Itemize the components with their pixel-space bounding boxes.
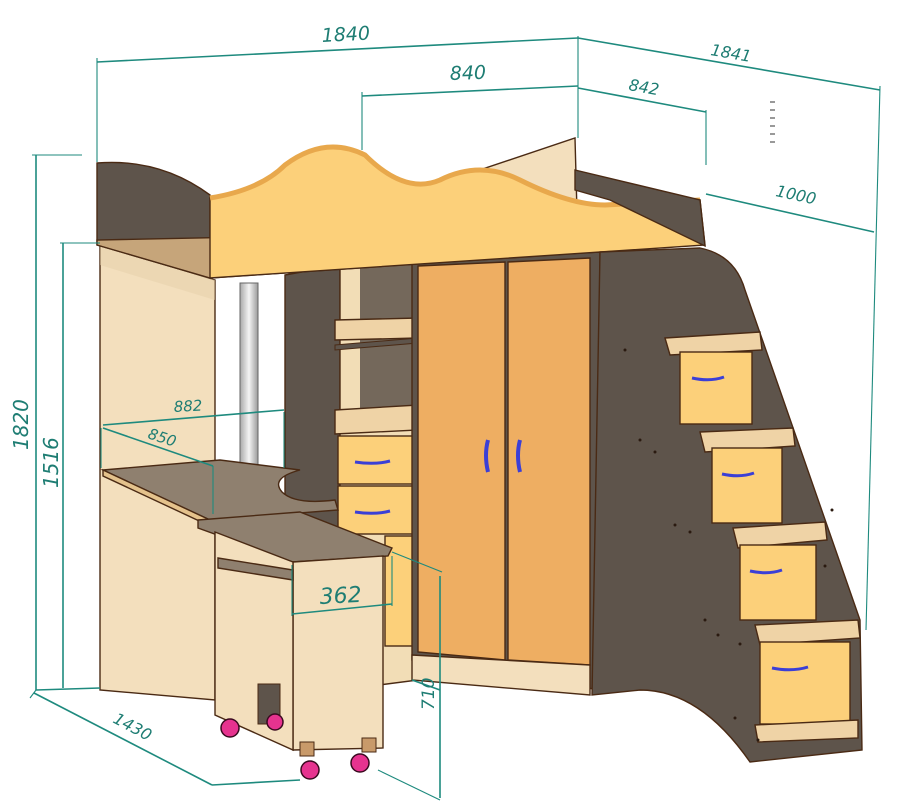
caster-3 (300, 760, 320, 780)
stair-step-1 (664, 331, 763, 356)
dim-line-1430 (33, 692, 213, 786)
stair-drawer-4 (759, 641, 851, 725)
dim-line-850 (102, 427, 214, 467)
dim-text-882: 882 (173, 397, 203, 416)
dim-text-1516: 1516 (39, 437, 63, 488)
shelf-drawer-2-handle (354, 509, 391, 515)
caster-mount-1 (299, 741, 315, 757)
stair-drawer-1-handle (691, 375, 725, 382)
dim-line-842 (577, 87, 707, 113)
left-panel-shadow (100, 245, 215, 300)
bed-headboard-right (574, 169, 706, 248)
bed-front-edge (209, 144, 701, 208)
shelf-unit-divider (360, 262, 418, 430)
wardrobe-handle-right (516, 439, 522, 473)
shelf-drawer-1 (337, 435, 415, 485)
tick-marks (770, 101, 775, 143)
stair-bottom-step (754, 719, 859, 743)
stair-bolts (623, 348, 834, 742)
shelf-1 (334, 317, 419, 341)
dim-line-1000 (705, 193, 875, 233)
dim-text-1820: 1820 (9, 399, 33, 450)
dim-text-362: 362 (319, 583, 362, 610)
stair-drawer-4-handle (771, 665, 809, 672)
dim-line-882 (102, 409, 285, 426)
dim-text-1840: 1840 (321, 22, 370, 47)
desk-keyboard-shelf (217, 557, 294, 581)
stair-drawer-3-handle (749, 568, 783, 575)
dim-line-362 (291, 603, 393, 615)
shelf-drawer-1-handle (354, 459, 391, 465)
dim-line-floor (35, 687, 101, 691)
shelf-3 (334, 404, 419, 435)
wardrobe-plinth (411, 654, 591, 696)
stair-drawer-3 (739, 544, 817, 621)
dim-line-wardrobe-floor (411, 679, 441, 691)
desk-top (100, 459, 339, 521)
stair-step-3 (732, 521, 828, 549)
shelf-drawer-2 (337, 485, 415, 535)
wardrobe-door-right (507, 257, 591, 666)
stair-drawer-2 (711, 447, 783, 524)
dim-line-840 (361, 85, 579, 97)
dim-text-842: 842 (627, 75, 660, 99)
dim-line-1430-cont (211, 779, 301, 786)
caster-mount-2 (361, 737, 377, 753)
stair-drawer-2-handle (721, 471, 755, 478)
wardrobe-door-left (417, 261, 506, 661)
stair-step-2 (699, 427, 796, 453)
dim-text-710: 710 (419, 678, 439, 710)
caster-1 (220, 718, 240, 738)
dim-text-1000: 1000 (774, 181, 818, 208)
dim-text-840: 840 (449, 62, 486, 85)
dim-line-1841 (577, 37, 881, 91)
stair-step-4 (754, 619, 861, 646)
dim-line-1840 (96, 37, 579, 63)
stair-drawer-1 (679, 351, 753, 425)
desk-extension-top (197, 511, 393, 563)
caster-2 (266, 713, 284, 731)
caster-4 (350, 753, 370, 773)
dim-text-1430: 1430 (110, 709, 155, 745)
wardrobe-handle-left (484, 439, 490, 473)
